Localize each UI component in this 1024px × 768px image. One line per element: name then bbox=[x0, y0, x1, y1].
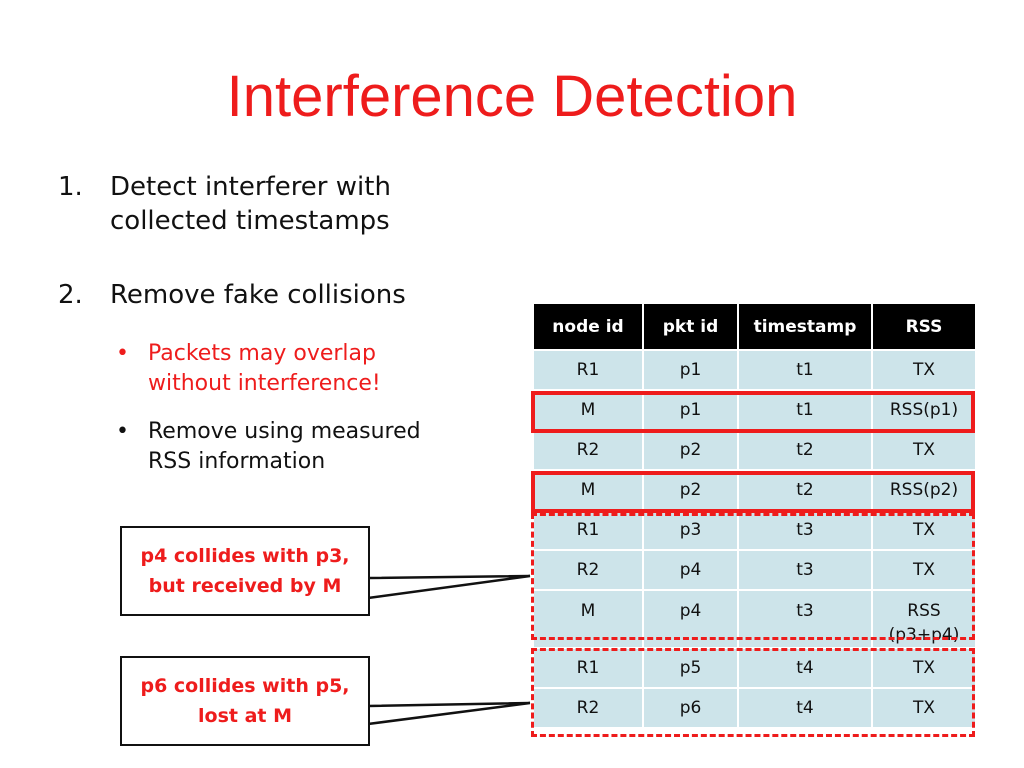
cell-node-id: M bbox=[534, 589, 644, 648]
bullet-overlap: • Packets may overlap without interferen… bbox=[116, 339, 446, 399]
cell-timestamp: t3 bbox=[738, 549, 873, 590]
cell-rss: TX bbox=[872, 429, 977, 470]
bullet-marker: • bbox=[116, 419, 129, 444]
step-2: 2. Remove fake collisions bbox=[58, 278, 478, 312]
header-node-id: node id bbox=[534, 304, 644, 350]
cell-timestamp: t2 bbox=[738, 429, 873, 470]
cell-pkt-id: p6 bbox=[643, 687, 739, 727]
cell-pkt-id: p2 bbox=[643, 469, 739, 510]
cell-rss: RSS (p3+p4) bbox=[872, 589, 977, 648]
cell-pkt-id: p3 bbox=[643, 509, 739, 550]
cell-node-id: M bbox=[534, 389, 644, 430]
bullet-rss-line-2: RSS information bbox=[148, 449, 326, 474]
callout-p6-line-2: lost at M bbox=[198, 705, 292, 727]
header-pkt-id: pkt id bbox=[643, 304, 739, 350]
cell-rss: TX bbox=[872, 549, 977, 590]
cell-timestamp: t1 bbox=[738, 349, 873, 390]
packet-log-table: node id pkt id timestamp RSS R1 p1 t1 TX… bbox=[534, 304, 977, 727]
header-rss: RSS bbox=[872, 304, 977, 350]
table-row: R1 p3 t3 TX bbox=[534, 509, 977, 550]
table-row: M p4 t3 RSS (p3+p4) bbox=[534, 589, 977, 648]
pointer-p4 bbox=[367, 574, 531, 600]
cell-node-id: R1 bbox=[534, 509, 644, 550]
cell-rss: TX bbox=[872, 509, 977, 550]
cell-timestamp: t3 bbox=[738, 509, 873, 550]
callout-p4: p4 collides with p3, but received by M bbox=[120, 526, 370, 616]
cell-timestamp: t3 bbox=[738, 589, 873, 648]
slide-title: Interference Detection bbox=[226, 64, 798, 129]
cell-rss: TX bbox=[872, 647, 977, 688]
table-header-row: node id pkt id timestamp RSS bbox=[534, 304, 977, 350]
table-row: R2 p4 t3 TX bbox=[534, 549, 977, 590]
header-timestamp: timestamp bbox=[738, 304, 873, 350]
step-1: 1. Detect interferer with collected time… bbox=[58, 170, 478, 240]
cell-rss-line-1: RSS bbox=[907, 601, 941, 621]
step-1-line-1: Detect interferer with bbox=[110, 172, 391, 202]
table-row: R1 p1 t1 TX bbox=[534, 349, 977, 390]
table-row: R1 p5 t4 TX bbox=[534, 647, 977, 688]
callout-p6-line-1: p6 collides with p5, bbox=[140, 675, 350, 697]
bullet-overlap-line-2: without interference! bbox=[148, 371, 381, 396]
cell-rss: RSS(p2) bbox=[872, 469, 977, 510]
table-row: M p2 t2 RSS(p2) bbox=[534, 469, 977, 510]
cell-rss: RSS(p1) bbox=[872, 389, 977, 430]
cell-node-id: R2 bbox=[534, 687, 644, 727]
cell-pkt-id: p4 bbox=[643, 589, 739, 648]
cell-node-id: R2 bbox=[534, 549, 644, 590]
cell-pkt-id: p4 bbox=[643, 549, 739, 590]
cell-pkt-id: p2 bbox=[643, 429, 739, 470]
cell-rss: TX bbox=[872, 349, 977, 390]
cell-pkt-id: p1 bbox=[643, 349, 739, 390]
cell-pkt-id: p5 bbox=[643, 647, 739, 688]
cell-rss-line-2: (p3+p4) bbox=[888, 625, 960, 645]
bullet-rss: • Remove using measured RSS information bbox=[116, 417, 446, 477]
cell-node-id: R1 bbox=[534, 647, 644, 688]
table-row: R2 p2 t2 TX bbox=[534, 429, 977, 470]
cell-timestamp: t1 bbox=[738, 389, 873, 430]
step-1-number: 1. bbox=[58, 172, 83, 202]
bullet-marker: • bbox=[116, 341, 129, 366]
callout-p4-line-2: but received by M bbox=[148, 575, 342, 597]
cell-node-id: R2 bbox=[534, 429, 644, 470]
bullet-overlap-line-1: Packets may overlap bbox=[148, 341, 376, 366]
cell-timestamp: t4 bbox=[738, 687, 873, 727]
cell-node-id: M bbox=[534, 469, 644, 510]
cell-timestamp: t4 bbox=[738, 647, 873, 688]
table-row: M p1 t1 RSS(p1) bbox=[534, 389, 977, 430]
step-1-line-2: collected timestamps bbox=[110, 206, 390, 236]
step-2-number: 2. bbox=[58, 280, 83, 310]
step-2-line-1: Remove fake collisions bbox=[110, 280, 406, 310]
callout-p4-line-1: p4 collides with p3, bbox=[140, 545, 350, 567]
cell-timestamp: t2 bbox=[738, 469, 873, 510]
callout-p6: p6 collides with p5, lost at M bbox=[120, 656, 370, 746]
table-row: R2 p6 t4 TX bbox=[534, 687, 977, 727]
bullet-rss-line-1: Remove using measured bbox=[148, 419, 421, 444]
cell-rss: TX bbox=[872, 687, 977, 727]
pointer-p6 bbox=[367, 701, 531, 726]
cell-node-id: R1 bbox=[534, 349, 644, 390]
cell-pkt-id: p1 bbox=[643, 389, 739, 430]
